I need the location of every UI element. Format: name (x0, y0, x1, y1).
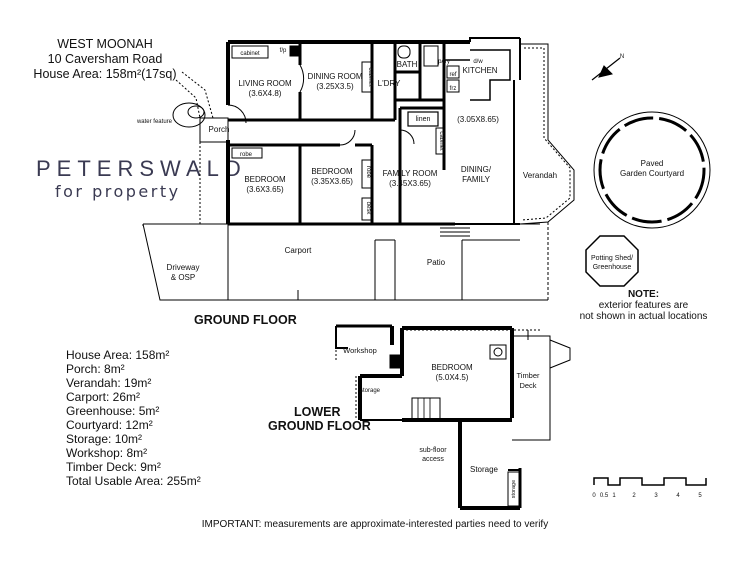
dining-family-label: DINING/ (461, 165, 492, 174)
scale-tick-label: 1 (612, 493, 616, 499)
brand-logo-name: PETERSWALD (36, 156, 247, 181)
laundry-label: L'DRY (378, 79, 401, 88)
lower-floor-title-2: GROUND FLOOR (268, 419, 371, 433)
lower-bedroom-label: BEDROOM (431, 363, 473, 372)
cabinet-label-family: cabinet (438, 131, 444, 151)
note-line-1: exterior features are (598, 300, 689, 311)
scale-tick-label: 0 (592, 493, 596, 499)
lower-bedroom-dims: (5.0X4.5) (436, 373, 469, 382)
ground-floor-title: GROUND FLOOR (194, 313, 297, 327)
brand-logo-tagline: for property (55, 182, 181, 201)
scale-tick-label: 5 (698, 493, 702, 499)
area-summary-item: House Area: 158m² (66, 348, 170, 362)
lower-floor-title: LOWER (294, 405, 341, 419)
carport-label: Carport (285, 246, 312, 255)
living-room-label: LIVING ROOM (238, 79, 292, 88)
pantry-label: p/try (438, 59, 450, 65)
fireplace-label: f/p (280, 48, 287, 54)
area-summary-item: Greenhouse: 5m² (66, 404, 160, 418)
access-label: access (422, 456, 444, 463)
area-summary-item: Verandah: 19m² (66, 376, 152, 390)
storage-label: Storage (470, 465, 499, 474)
compass-north-label: N (620, 54, 624, 60)
water-feature-label: water feature (136, 119, 173, 125)
patio-label: Patio (427, 258, 446, 267)
freezer-label: frz (450, 86, 457, 92)
subfloor-label: sub-floor (419, 447, 447, 454)
timber-deck-label-2: Deck (519, 381, 536, 390)
courtyard-outline (593, 111, 711, 229)
bedroom-1-label: BEDROOM (244, 175, 286, 184)
greenhouse-label-2: Greenhouse (593, 264, 632, 271)
courtyard-label: Paved (641, 159, 664, 168)
scale-tick-label: 3 (654, 493, 658, 499)
dishwasher-label: d/w (473, 59, 483, 65)
lower-floor-walls (335, 324, 571, 510)
dining-room-dims: (3.25X3.5) (316, 82, 354, 91)
bedroom-1-dims: (3.6X3.65) (246, 185, 284, 194)
scale-tick-label: 2 (632, 493, 636, 499)
timber-deck-label: Timber (516, 371, 540, 380)
family-room-label: FAMILY ROOM (383, 169, 438, 178)
bath-label: BATH (397, 60, 418, 69)
courtyard-label-2: Garden Courtyard (620, 169, 684, 178)
area-summary-item: Porch: 8m² (66, 362, 125, 376)
dining-family-label-2: FAMILY (462, 175, 491, 184)
desk-label: desk (365, 202, 371, 216)
greenhouse-outline (585, 235, 639, 287)
area-summary-item: Workshop: 8m² (66, 446, 148, 460)
bedroom-2-dims: (3.35X3.65) (311, 177, 353, 186)
family-room-dims: (3.45X3.65) (389, 179, 431, 188)
scale-tick-label: 4 (676, 493, 680, 499)
kitchen-label: KITCHEN (462, 66, 497, 75)
verandah-label: Verandah (523, 171, 557, 180)
bedroom-2-label: BEDROOM (311, 167, 353, 176)
cabinet-label-living: cabinet (240, 51, 260, 57)
robe-label-2: robe (365, 166, 371, 179)
header-house-area: House Area: 158m²(17sq) (33, 67, 177, 81)
area-summary-item: Courtyard: 12m² (66, 418, 153, 432)
exterior-note: NOTE: exterior features are not shown in… (576, 289, 711, 322)
compass-icon (591, 57, 621, 81)
area-summary-item: Carport: 26m² (66, 390, 141, 404)
area-summary-item: Storage: 10m² (66, 432, 143, 446)
measurement-disclaimer: IMPORTANT: measurements are approximate-… (201, 519, 549, 530)
porch-outline (172, 71, 229, 225)
note-line-2: not shown in actual locations (579, 311, 708, 322)
verandah-outline (519, 43, 575, 225)
note-title: NOTE: (627, 289, 660, 300)
porch-label: Porch (209, 125, 230, 134)
greenhouse-label: Potting Shed/ (591, 255, 633, 262)
driveway-label: Driveway (167, 263, 200, 272)
osp-label: & OSP (171, 273, 195, 282)
fridge-label: ref (449, 72, 456, 78)
dining-room-label: DINING ROOM (307, 72, 362, 81)
scale-tick-label: 0.5 (600, 493, 609, 499)
scale-bar (593, 477, 707, 486)
property-suburb: WEST MOONAH (57, 37, 153, 51)
living-room-dims: (3.6X4.8) (249, 89, 282, 98)
area-summary-item: Total Usable Area: 255m² (66, 474, 201, 488)
area-summary-item: Timber Deck: 9m² (66, 460, 161, 474)
dining-family-dims: (3.05X8.65) (457, 115, 499, 124)
storage-vertical-label: storage (511, 480, 517, 498)
linen-label: linen (416, 116, 431, 123)
carport-outline (142, 222, 549, 301)
cabinet-label-dining: cabinet (367, 67, 373, 87)
property-address: 10 Caversham Road (47, 52, 163, 66)
workshop-label: Workshop (343, 346, 377, 355)
robe-label: robe (240, 152, 253, 158)
storage-small-label: storage (360, 388, 381, 394)
